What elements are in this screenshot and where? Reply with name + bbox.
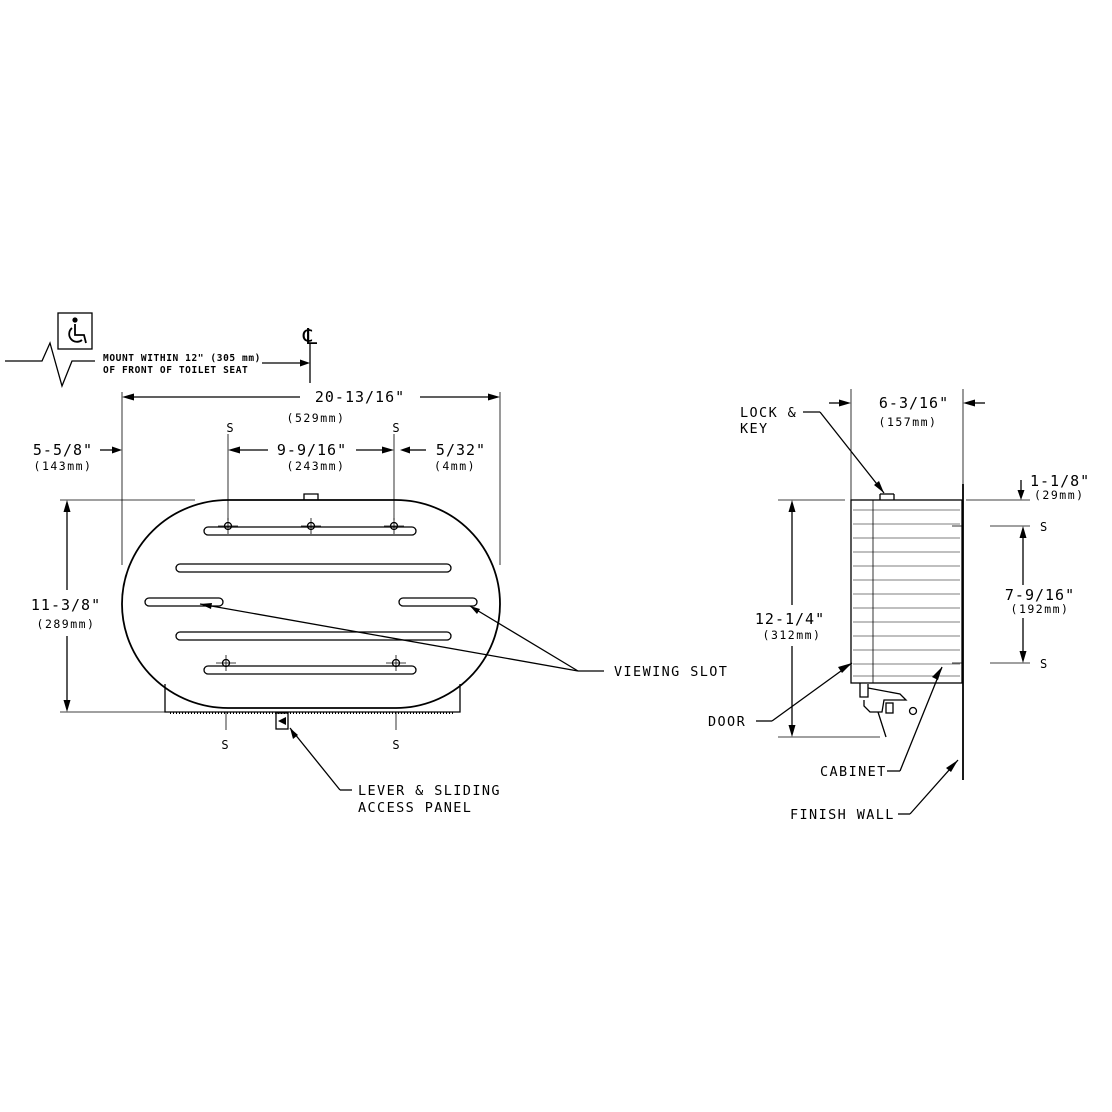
right-offset-dimension: 5/32" (4mm) [400,441,486,473]
ada-note-line2: OF FRONT OF TOILET SEAT [103,365,248,376]
side-height-mm: (312mm) [763,628,822,642]
side-depth-dimension: 6-3/16" (157mm) [829,394,985,429]
ada-note-line1: MOUNT WITHIN 12" (305 mm) [103,353,261,364]
slot [175,631,452,641]
screw-marker [386,655,406,671]
cabinet-callout: CABINET [820,666,943,780]
viewing-slot-callout: VIEWING SLOT [199,603,728,680]
front-height-value: 11-3/8" [31,596,101,614]
ada-note: MOUNT WITHIN 12" (305 mm) OF FRONT OF TO… [5,312,318,389]
top-offset-mm: (29mm) [1034,488,1085,502]
break-line [5,341,95,389]
front-view: 20-13/16" (529mm) 5-5/8" (143mm) S S 9-9… [31,388,728,816]
lock-label-line2: KEY [740,421,769,437]
viewing-slot-label: VIEWING SLOT [614,664,728,680]
screw-vertical-mm: (192mm) [1011,602,1070,616]
screw-spacing-mm: (243mm) [287,459,346,473]
slot [203,665,417,675]
screw-spacing-value: 9-9/16" [277,441,347,459]
right-offset-value: 5/32" [436,441,486,459]
overall-width-value: 20-13/16" [315,388,405,406]
top-offset-value: 1-1/8" [1030,472,1090,490]
slot [175,563,452,573]
screw-spacing-dimension: S S 9-9/16" (243mm) [226,421,399,473]
screw-mark: S [1040,657,1047,671]
screw-vertical-dimension: S S 7-9/16" (192mm) [952,520,1075,671]
cabinet-label: CABINET [820,764,887,780]
side-offset-value: 5-5/8" [33,441,93,459]
right-offset-mm: (4mm) [434,459,476,473]
wheelchair-accessible-icon [57,312,93,350]
cabinet-side-body [850,484,964,780]
screw-mark: S [392,421,399,435]
side-depth-mm: (157mm) [879,415,938,429]
slot-group [144,526,478,675]
side-depth-value: 6-3/16" [879,394,949,412]
lever-label-line2: ACCESS PANEL [358,800,472,816]
hatch-lines [853,509,960,677]
centerline-symbol: ℄ [302,325,318,350]
front-height-dimension: 11-3/8" (289mm) [31,500,101,712]
screw-mark: S [226,421,233,435]
side-view: 6-3/16" (157mm) LOCK & KEY 1-1/8" (29mm)… [708,389,1090,823]
door-label: DOOR [708,714,746,730]
viewing-slot-right [398,597,478,607]
door-callout: DOOR [708,662,853,730]
viewing-slot-left [144,597,224,607]
screw-mark: S [392,738,399,752]
screw-marker [384,518,404,534]
dispenser-front-body [121,493,501,730]
side-height-value: 12-1/4" [755,610,825,628]
finish-wall-callout: FINISH WALL [790,759,959,823]
screw-vertical-value: 7-9/16" [1005,586,1075,604]
lock-label-line1: LOCK & [740,405,797,421]
screw-marker [216,655,236,671]
screw-marker [301,518,321,534]
overall-width-dimension: 20-13/16" (529mm) [122,388,500,425]
lever [275,712,289,730]
front-height-mm: (289mm) [37,617,96,631]
screw-mark: S [1040,520,1047,534]
top-offset-dimension: 1-1/8" (29mm) [966,472,1090,502]
screw-markers: S S [216,518,406,752]
lock-key-callout: LOCK & KEY [740,405,885,494]
lever-label-line1: LEVER & SLIDING [358,783,501,799]
screw-mark: S [221,738,228,752]
side-offset-dimension: 5-5/8" (143mm) [33,441,122,473]
finish-wall-label: FINISH WALL [790,807,895,823]
lever-callout: LEVER & SLIDING ACCESS PANEL [289,727,501,816]
side-height-dimension: 12-1/4" (312mm) [755,500,825,737]
slot [203,526,417,536]
overall-width-mm: (529mm) [287,411,346,425]
side-offset-mm: (143mm) [34,459,93,473]
screw-marker [218,518,238,534]
